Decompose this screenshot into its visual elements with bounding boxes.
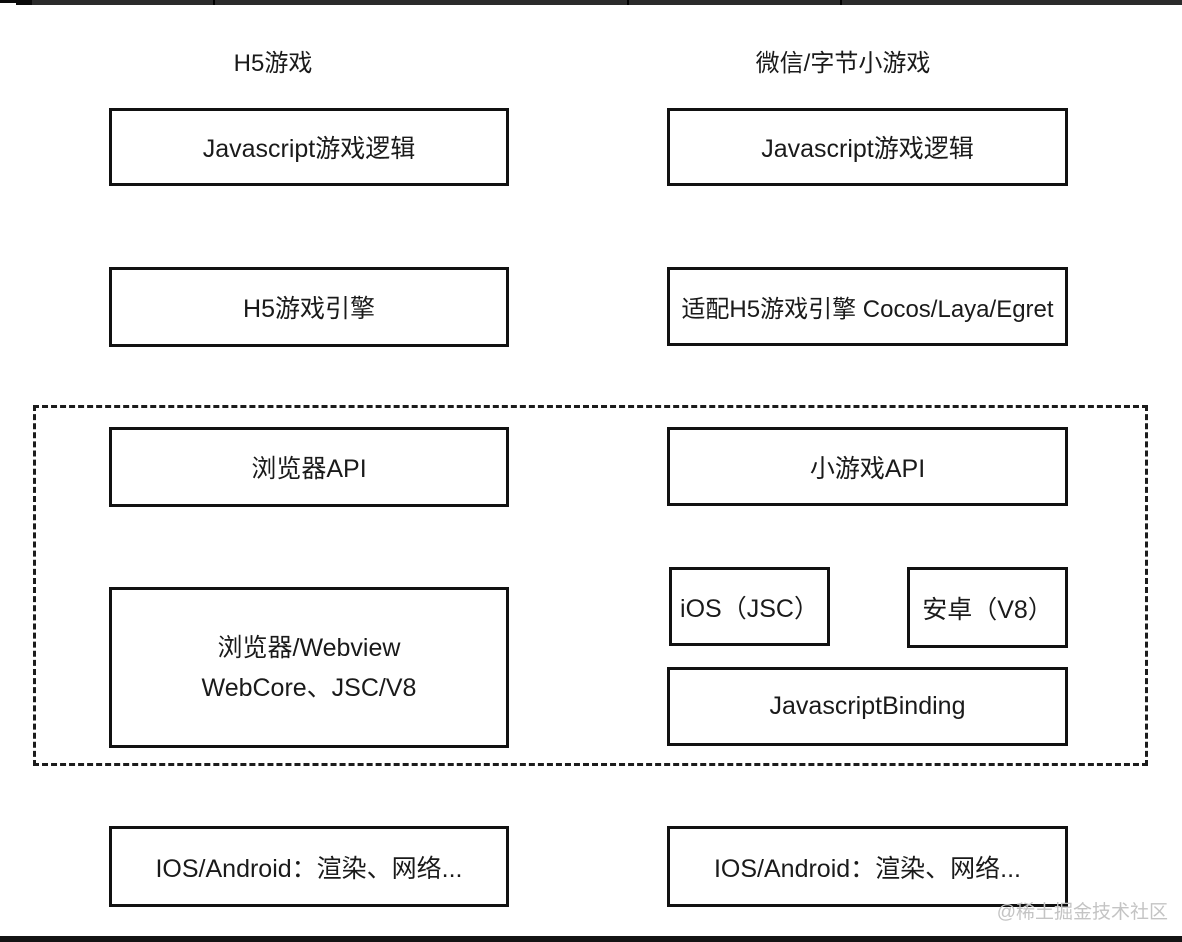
- box-ios-jsc: iOS（JSC）: [669, 567, 830, 646]
- top-bar-segment: [0, 0, 32, 5]
- box-minigame-js-game-logic: Javascript游戏逻辑: [667, 108, 1068, 186]
- juejin-watermark: @稀土掘金技术社区: [996, 902, 1168, 923]
- box-browser-api: 浏览器API: [109, 427, 509, 507]
- top-bar-notch: [0, 3, 16, 5]
- box-h5-os-layer: IOS/Android：渲染、网络...: [109, 826, 509, 907]
- box-minigame-os-layer: IOS/Android：渲染、网络...: [667, 826, 1068, 907]
- browser-webview-line1: 浏览器/Webview: [217, 633, 401, 662]
- box-android-v8: 安卓（V8）: [907, 567, 1068, 648]
- box-h5-js-game-logic: Javascript游戏逻辑: [109, 108, 509, 186]
- box-minigame-api: 小游戏API: [667, 427, 1068, 506]
- box-h5-game-engine: H5游戏引擎: [109, 267, 509, 347]
- box-adapted-engine: 适配H5游戏引擎 Cocos/Laya/Egret: [667, 267, 1068, 346]
- box-browser-webview: 浏览器/Webview WebCore、JSC/V8: [109, 587, 509, 748]
- top-edge-artifact-bar: [0, 0, 1182, 5]
- runtime-dashed-frame: [33, 405, 1148, 766]
- top-bar-divider: [213, 0, 215, 5]
- box-javascript-binding: JavascriptBinding: [667, 667, 1068, 746]
- left-column-title: H5游戏: [233, 50, 313, 77]
- browser-webview-line2: WebCore、JSC/V8: [201, 673, 417, 702]
- right-column-title: 微信/字节小游戏: [755, 50, 931, 77]
- top-bar-divider: [627, 0, 629, 5]
- bottom-edge-artifact-bar: [0, 936, 1182, 942]
- top-bar-divider: [840, 0, 842, 5]
